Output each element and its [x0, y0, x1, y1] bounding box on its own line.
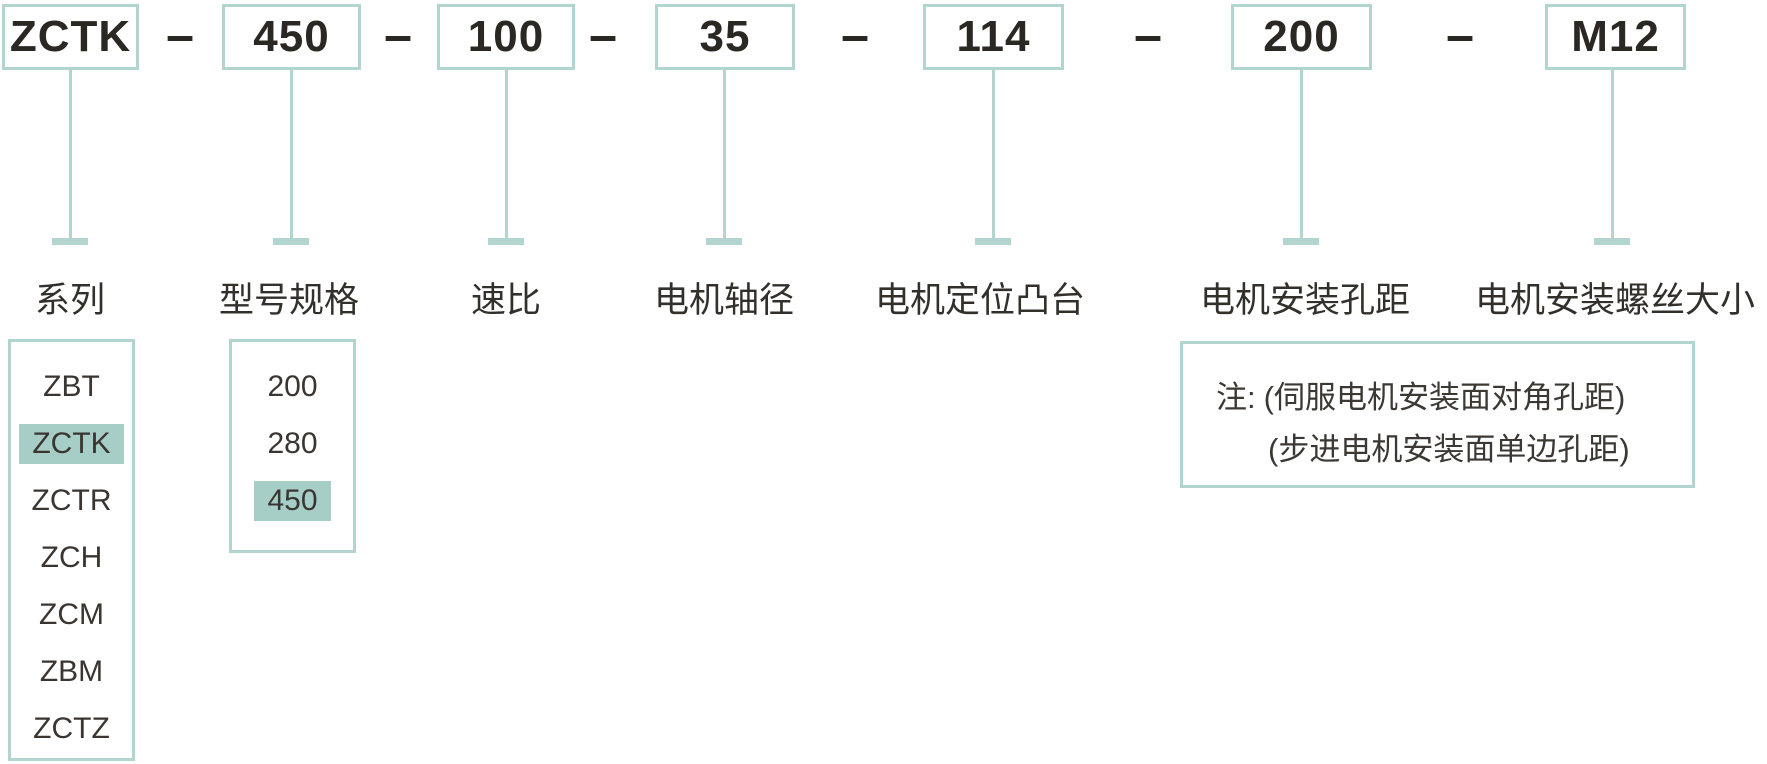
series-option: ZCTZ — [33, 711, 110, 745]
connector-line — [69, 70, 72, 240]
connector-line — [723, 70, 726, 240]
code-box-screw-size: M12 — [1545, 4, 1686, 70]
series-option: ZCTR — [31, 483, 112, 517]
code-value: 200 — [1263, 12, 1340, 61]
dash-separator: – — [1446, 7, 1474, 63]
dash-separator: – — [384, 7, 412, 63]
code-box-shaft-diameter: 35 — [655, 4, 795, 70]
connector-line — [505, 70, 508, 240]
dash-separator: – — [841, 7, 869, 63]
model-options-box: 200 280 450 — [229, 339, 356, 553]
model-option: 280 — [267, 426, 318, 460]
segment-label-hole-distance: 电机安装孔距 — [1199, 281, 1411, 320]
note-line-1: 注:(伺服电机安装面对角孔距) — [1216, 380, 1626, 415]
series-options-box: ZBT ZCTK ZCTR ZCH ZCM ZBM ZCTZ — [8, 339, 135, 761]
segment-label-model: 型号规格 — [218, 281, 360, 320]
segment-label-ratio: 速比 — [470, 281, 542, 320]
code-value: 114 — [956, 12, 1031, 61]
model-option: 200 — [267, 369, 318, 403]
code-value: 100 — [467, 12, 545, 61]
connector-tick — [488, 238, 524, 245]
note-box: 注:(伺服电机安装面对角孔距) (步进电机安装面单边孔距) — [1180, 341, 1695, 488]
connector-tick — [1594, 238, 1630, 245]
model-option-selected: 450 — [254, 472, 331, 529]
dash-separator: – — [1134, 7, 1162, 63]
connector-tick — [52, 238, 88, 245]
connector-line — [1611, 70, 1614, 240]
segment-label-shaft-diameter: 电机轴径 — [653, 281, 795, 320]
connector-line — [290, 70, 293, 240]
code-value: 450 — [253, 12, 330, 61]
note-prefix: 注: — [1216, 380, 1256, 415]
code-box-hole-distance: 200 — [1231, 4, 1372, 70]
connector-tick — [273, 238, 309, 245]
series-option: ZBM — [39, 654, 104, 688]
series-option: ZCM — [39, 597, 104, 631]
series-option: ZBT — [43, 369, 100, 403]
code-value: M12 — [1571, 12, 1660, 61]
connector-tick — [975, 238, 1011, 245]
connector-tick — [706, 238, 742, 245]
code-box-ratio: 100 — [437, 4, 575, 70]
connector-tick — [1283, 238, 1319, 245]
connector-line — [992, 70, 995, 240]
code-box-model: 450 — [222, 4, 361, 70]
series-option: ZCH — [40, 540, 103, 574]
dash-separator: – — [589, 7, 617, 63]
segment-label-screw-size: 电机安装螺丝大小 — [1474, 281, 1756, 320]
note-line-2: (步进电机安装面单边孔距) — [1268, 432, 1630, 467]
connector-line — [1300, 70, 1303, 240]
code-box-series: ZCTK — [2, 4, 139, 70]
series-option-selected: ZCTK — [19, 415, 124, 472]
segment-label-pilot-boss: 电机定位凸台 — [874, 281, 1086, 320]
code-value: 35 — [699, 12, 751, 61]
code-box-pilot-boss: 114 — [923, 4, 1064, 70]
code-value: ZCTK — [9, 12, 132, 61]
dash-separator: – — [166, 7, 194, 63]
segment-label-series: 系列 — [34, 281, 106, 320]
